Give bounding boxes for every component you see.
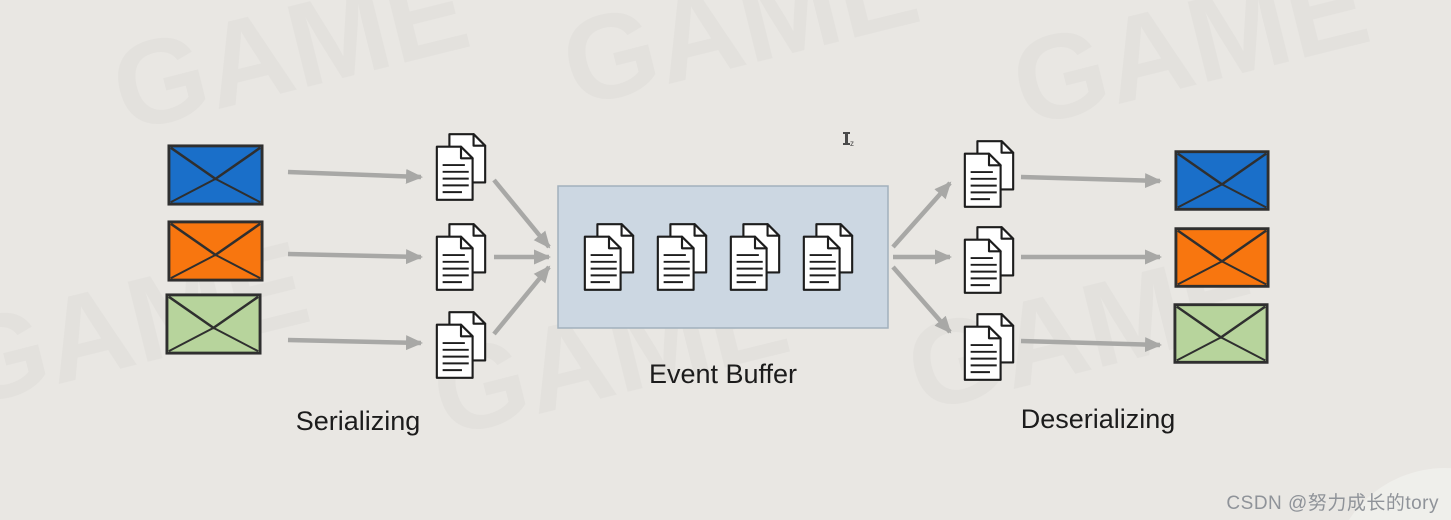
arrow-doc-top-to-buffer	[492, 178, 551, 249]
arrow-buffer-to-doc-top	[891, 181, 952, 249]
deserializing-document-stack-icon	[963, 312, 1015, 382]
arrow-envelope-orange-to-doc	[287, 249, 423, 265]
arrow-envelope-blue-to-doc	[287, 168, 423, 184]
arrow-doc-bottom-to-buffer	[492, 265, 551, 336]
envelope-orange-destination-icon	[1174, 227, 1270, 288]
arrow-envelope-green-to-doc	[287, 335, 423, 351]
flow-arrows	[287, 168, 1162, 353]
deserializing-document-stack-icon	[963, 139, 1015, 209]
deserializing-label: Deserializing	[1020, 404, 1176, 434]
credit-watermark: CSDN @努力成长的tory	[1226, 493, 1439, 514]
arrow-doc-to-envelope-green	[1020, 337, 1162, 353]
envelope-green-destination-icon	[1173, 303, 1269, 364]
text-cursor-artifact: z	[843, 132, 854, 148]
arrow-doc-to-envelope-blue	[1020, 173, 1162, 189]
envelope-blue-source-icon	[167, 144, 264, 206]
envelope-green-source-icon	[165, 293, 262, 355]
serialized-document-stack-icon	[435, 222, 487, 292]
event-buffer-label: Event Buffer	[648, 359, 798, 389]
serializing-label: Serializing	[295, 406, 421, 436]
serialized-document-stack-icon	[435, 132, 487, 202]
arrow-buffer-to-doc-bottom	[891, 265, 952, 334]
envelope-orange-source-icon	[167, 220, 264, 282]
deserializing-document-stack-icon	[963, 225, 1015, 295]
envelope-blue-destination-icon	[1174, 150, 1270, 211]
serialized-document-stack-icon	[435, 310, 487, 380]
